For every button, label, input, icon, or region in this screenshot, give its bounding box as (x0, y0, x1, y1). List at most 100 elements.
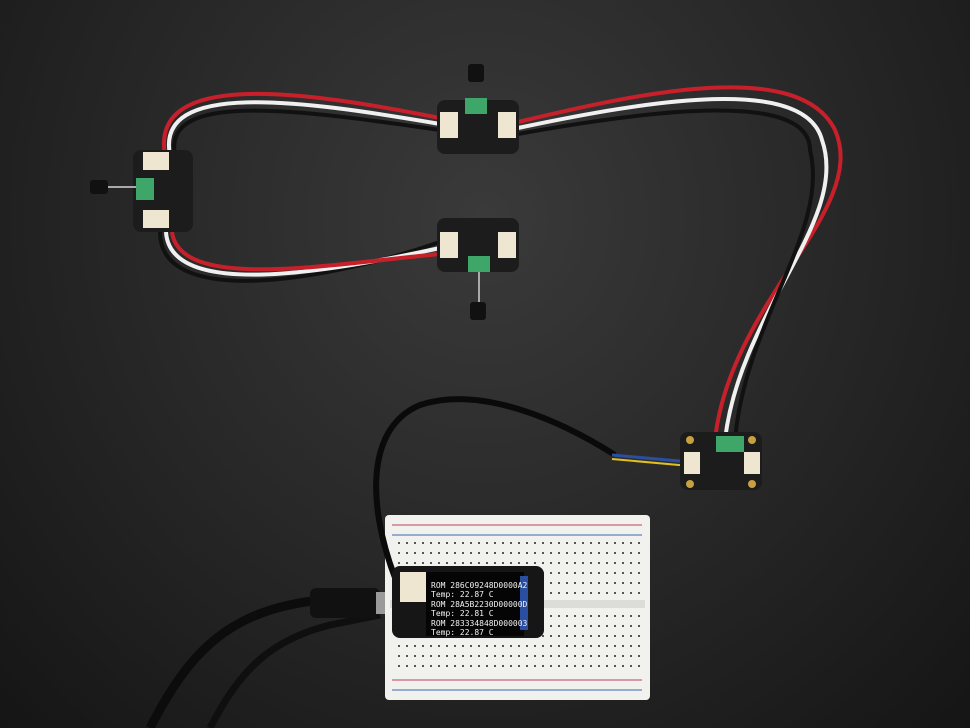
breadboard-hole (638, 542, 640, 544)
breadboard-hole (598, 572, 600, 574)
breadboard-hole (430, 542, 432, 544)
breadboard-hole (558, 582, 560, 584)
breadboard-hole (542, 635, 544, 637)
breadboard-hole (566, 542, 568, 544)
breadboard-hole (606, 615, 608, 617)
breadboard-hole (510, 552, 512, 554)
breadboard-hole (598, 625, 600, 627)
sensor-wires (158, 85, 843, 441)
breadboard-hole (590, 542, 592, 544)
breadboard-hole (462, 552, 464, 554)
breadboard-hole (502, 655, 504, 657)
breadboard-hole (462, 655, 464, 657)
breadboard-hole (630, 625, 632, 627)
breadboard-hole (614, 655, 616, 657)
breadboard-hole (534, 542, 536, 544)
breadboard-hole (518, 655, 520, 657)
breadboard-hole (518, 645, 520, 647)
breadboard-hole (606, 592, 608, 594)
breadboard-hole (590, 615, 592, 617)
breadboard-hole (430, 665, 432, 667)
breadboard-hole (446, 562, 448, 564)
breadboard-hole (414, 562, 416, 564)
breadboard-hole (510, 562, 512, 564)
breadboard-hole (590, 665, 592, 667)
breadboard-hole (438, 562, 440, 564)
breadboard-hole (430, 655, 432, 657)
breadboard-hole (590, 635, 592, 637)
sensor-board-top (437, 64, 519, 154)
breadboard-hole (558, 572, 560, 574)
breadboard-hole (590, 582, 592, 584)
breadboard-hole (518, 562, 520, 564)
breadboard-hole (526, 645, 528, 647)
breadboard-hole (542, 655, 544, 657)
breadboard-hole (526, 542, 528, 544)
breadboard-hole (422, 665, 424, 667)
stemma-qt-cable (373, 396, 617, 592)
breadboard-hole (526, 562, 528, 564)
breadboard-hole (622, 572, 624, 574)
breadboard-hole (598, 582, 600, 584)
breadboard-hole (638, 582, 640, 584)
sensor-board-middle (437, 218, 519, 320)
breadboard-hole (550, 655, 552, 657)
breadboard-hole (398, 562, 400, 564)
breadboard-hole (550, 625, 552, 627)
breadboard-hole (614, 625, 616, 627)
breadboard-hole (414, 665, 416, 667)
breadboard-hole (454, 665, 456, 667)
breadboard-hole (438, 665, 440, 667)
breadboard-hole (574, 572, 576, 574)
breadboard-hole (638, 625, 640, 627)
breadboard-hole (566, 592, 568, 594)
breadboard-hole (566, 572, 568, 574)
breadboard-hole (606, 625, 608, 627)
breadboard-hole (566, 625, 568, 627)
breadboard-hole (462, 665, 464, 667)
breadboard-hole (542, 645, 544, 647)
breadboard-hole (614, 582, 616, 584)
breadboard-hole (526, 665, 528, 667)
breadboard-hole (558, 655, 560, 657)
breadboard-hole (574, 635, 576, 637)
breadboard-hole (454, 542, 456, 544)
breadboard-hole (622, 625, 624, 627)
breadboard-hole (574, 625, 576, 627)
breadboard-hole (606, 572, 608, 574)
breadboard-hole (582, 572, 584, 574)
breadboard-hole (638, 635, 640, 637)
breadboard-hole (550, 592, 552, 594)
breadboard-hole (550, 665, 552, 667)
breadboard-hole (558, 645, 560, 647)
breadboard-hole (454, 645, 456, 647)
breadboard-hole (478, 552, 480, 554)
breadboard-hole (550, 635, 552, 637)
breadboard-hole (598, 645, 600, 647)
breadboard-hole (518, 542, 520, 544)
breadboard-hole (630, 592, 632, 594)
breadboard-hole (622, 542, 624, 544)
breadboard-hole (494, 645, 496, 647)
breadboard-hole (550, 572, 552, 574)
breadboard-hole (558, 635, 560, 637)
breadboard-hole (542, 552, 544, 554)
breadboard-hole (614, 542, 616, 544)
breadboard-hole (566, 635, 568, 637)
breadboard-hole (478, 542, 480, 544)
breadboard-hole (582, 665, 584, 667)
breadboard-hole (614, 592, 616, 594)
breadboard-hole (558, 625, 560, 627)
breadboard-hole (630, 615, 632, 617)
breadboard-hole (582, 615, 584, 617)
breadboard-hole (502, 665, 504, 667)
breadboard-hole (534, 655, 536, 657)
breadboard-hole (430, 552, 432, 554)
breadboard-hole (590, 645, 592, 647)
display-line-1-rom: ROM 286C09248D0000A2 (431, 581, 528, 590)
breadboard-hole (526, 655, 528, 657)
breadboard-hole (566, 665, 568, 667)
breadboard-hole (566, 655, 568, 657)
breadboard-hole (422, 655, 424, 657)
